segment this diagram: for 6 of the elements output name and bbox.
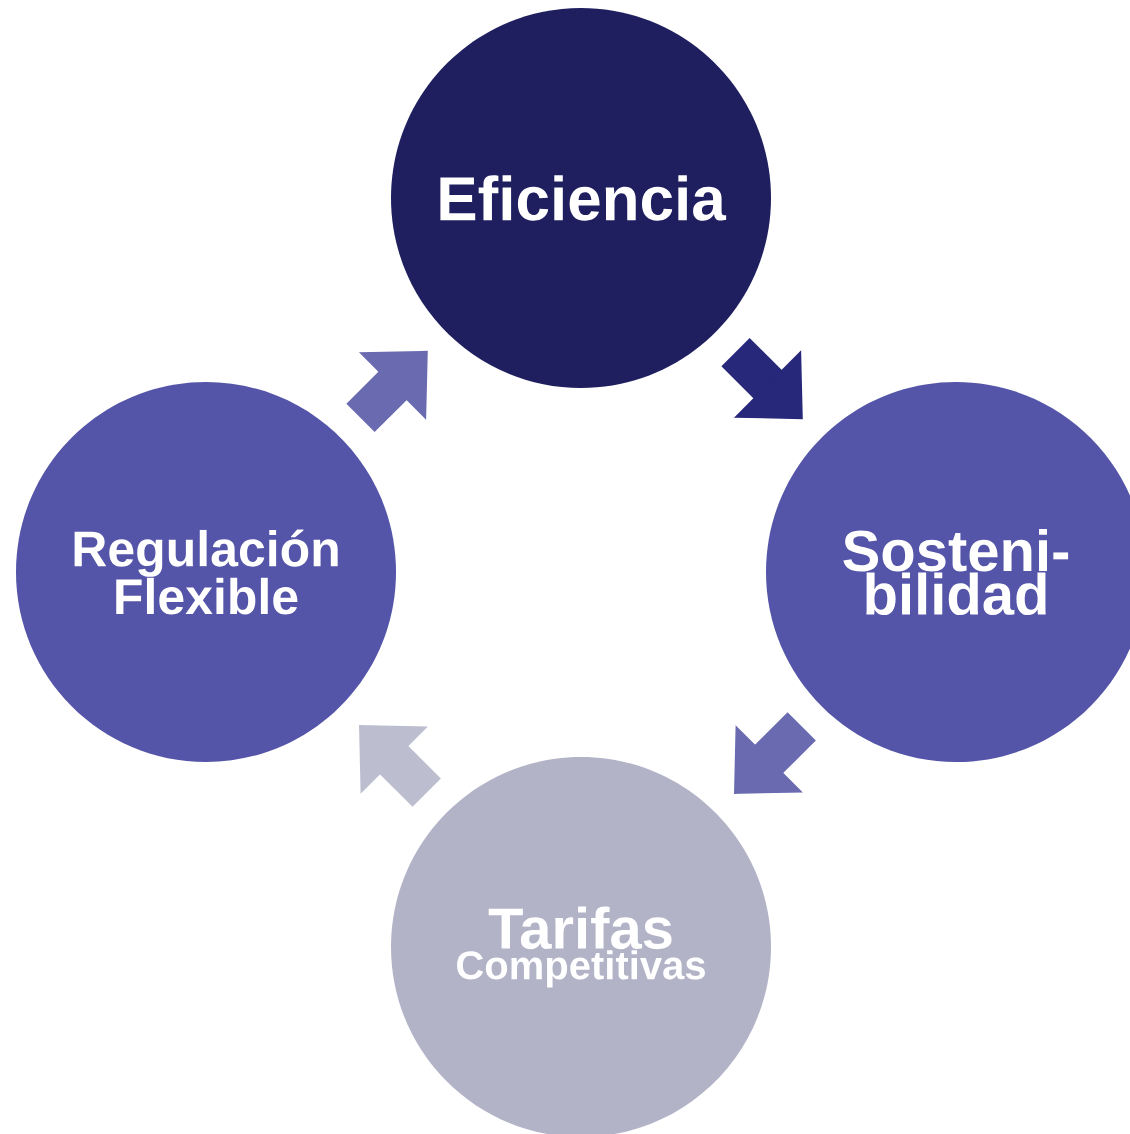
block-arrow [721,337,803,420]
block-arrow [734,712,816,794]
block-arrow [346,350,428,433]
circle-node: Regulación Flexible [16,382,396,762]
circle-node: Eficiencia [391,8,771,388]
block-arrow [359,725,441,807]
